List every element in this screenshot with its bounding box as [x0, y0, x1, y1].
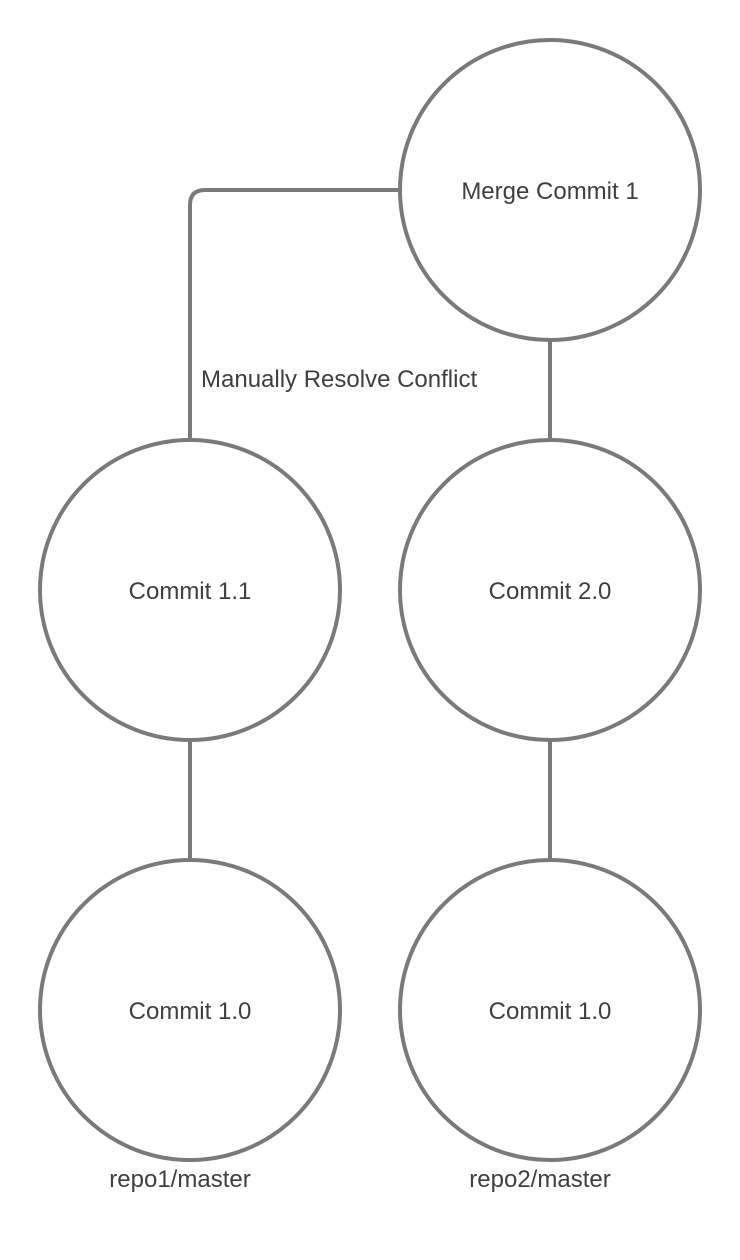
- repo2-commit-1-0-circle: [398, 858, 702, 1162]
- repo2-commit-1-0-node: Commit 1.0: [398, 858, 702, 1162]
- repo1-commit-1-0-label: Commit 1.0: [129, 998, 252, 1025]
- merge-commit-circle: [398, 38, 702, 342]
- repo1-branch-label: repo1/master: [109, 1166, 250, 1193]
- commit-1-1-node: Commit 1.1: [38, 438, 342, 742]
- repo2-branch-label: repo2/master: [469, 1166, 610, 1193]
- merge-commit-label: Merge Commit 1: [461, 178, 638, 205]
- repo2-commit-1-0-label: Commit 1.0: [489, 998, 612, 1025]
- commit-2-0-node: Commit 2.0: [398, 438, 702, 742]
- commit-2-0-label: Commit 2.0: [489, 578, 612, 605]
- merge-commit-node: Merge Commit 1: [398, 38, 702, 342]
- repo1-commit-1-0-node: Commit 1.0: [38, 858, 342, 1162]
- conflict-edge-label: Manually Resolve Conflict: [201, 366, 477, 393]
- repo1-commit-1-0-circle: [38, 858, 342, 1162]
- commit-1-1-label: Commit 1.1: [129, 578, 252, 605]
- commit-1-1-circle: [38, 438, 342, 742]
- commit-2-0-circle: [398, 438, 702, 742]
- edge-commit-1-1-to-merge-commit: [188, 188, 400, 440]
